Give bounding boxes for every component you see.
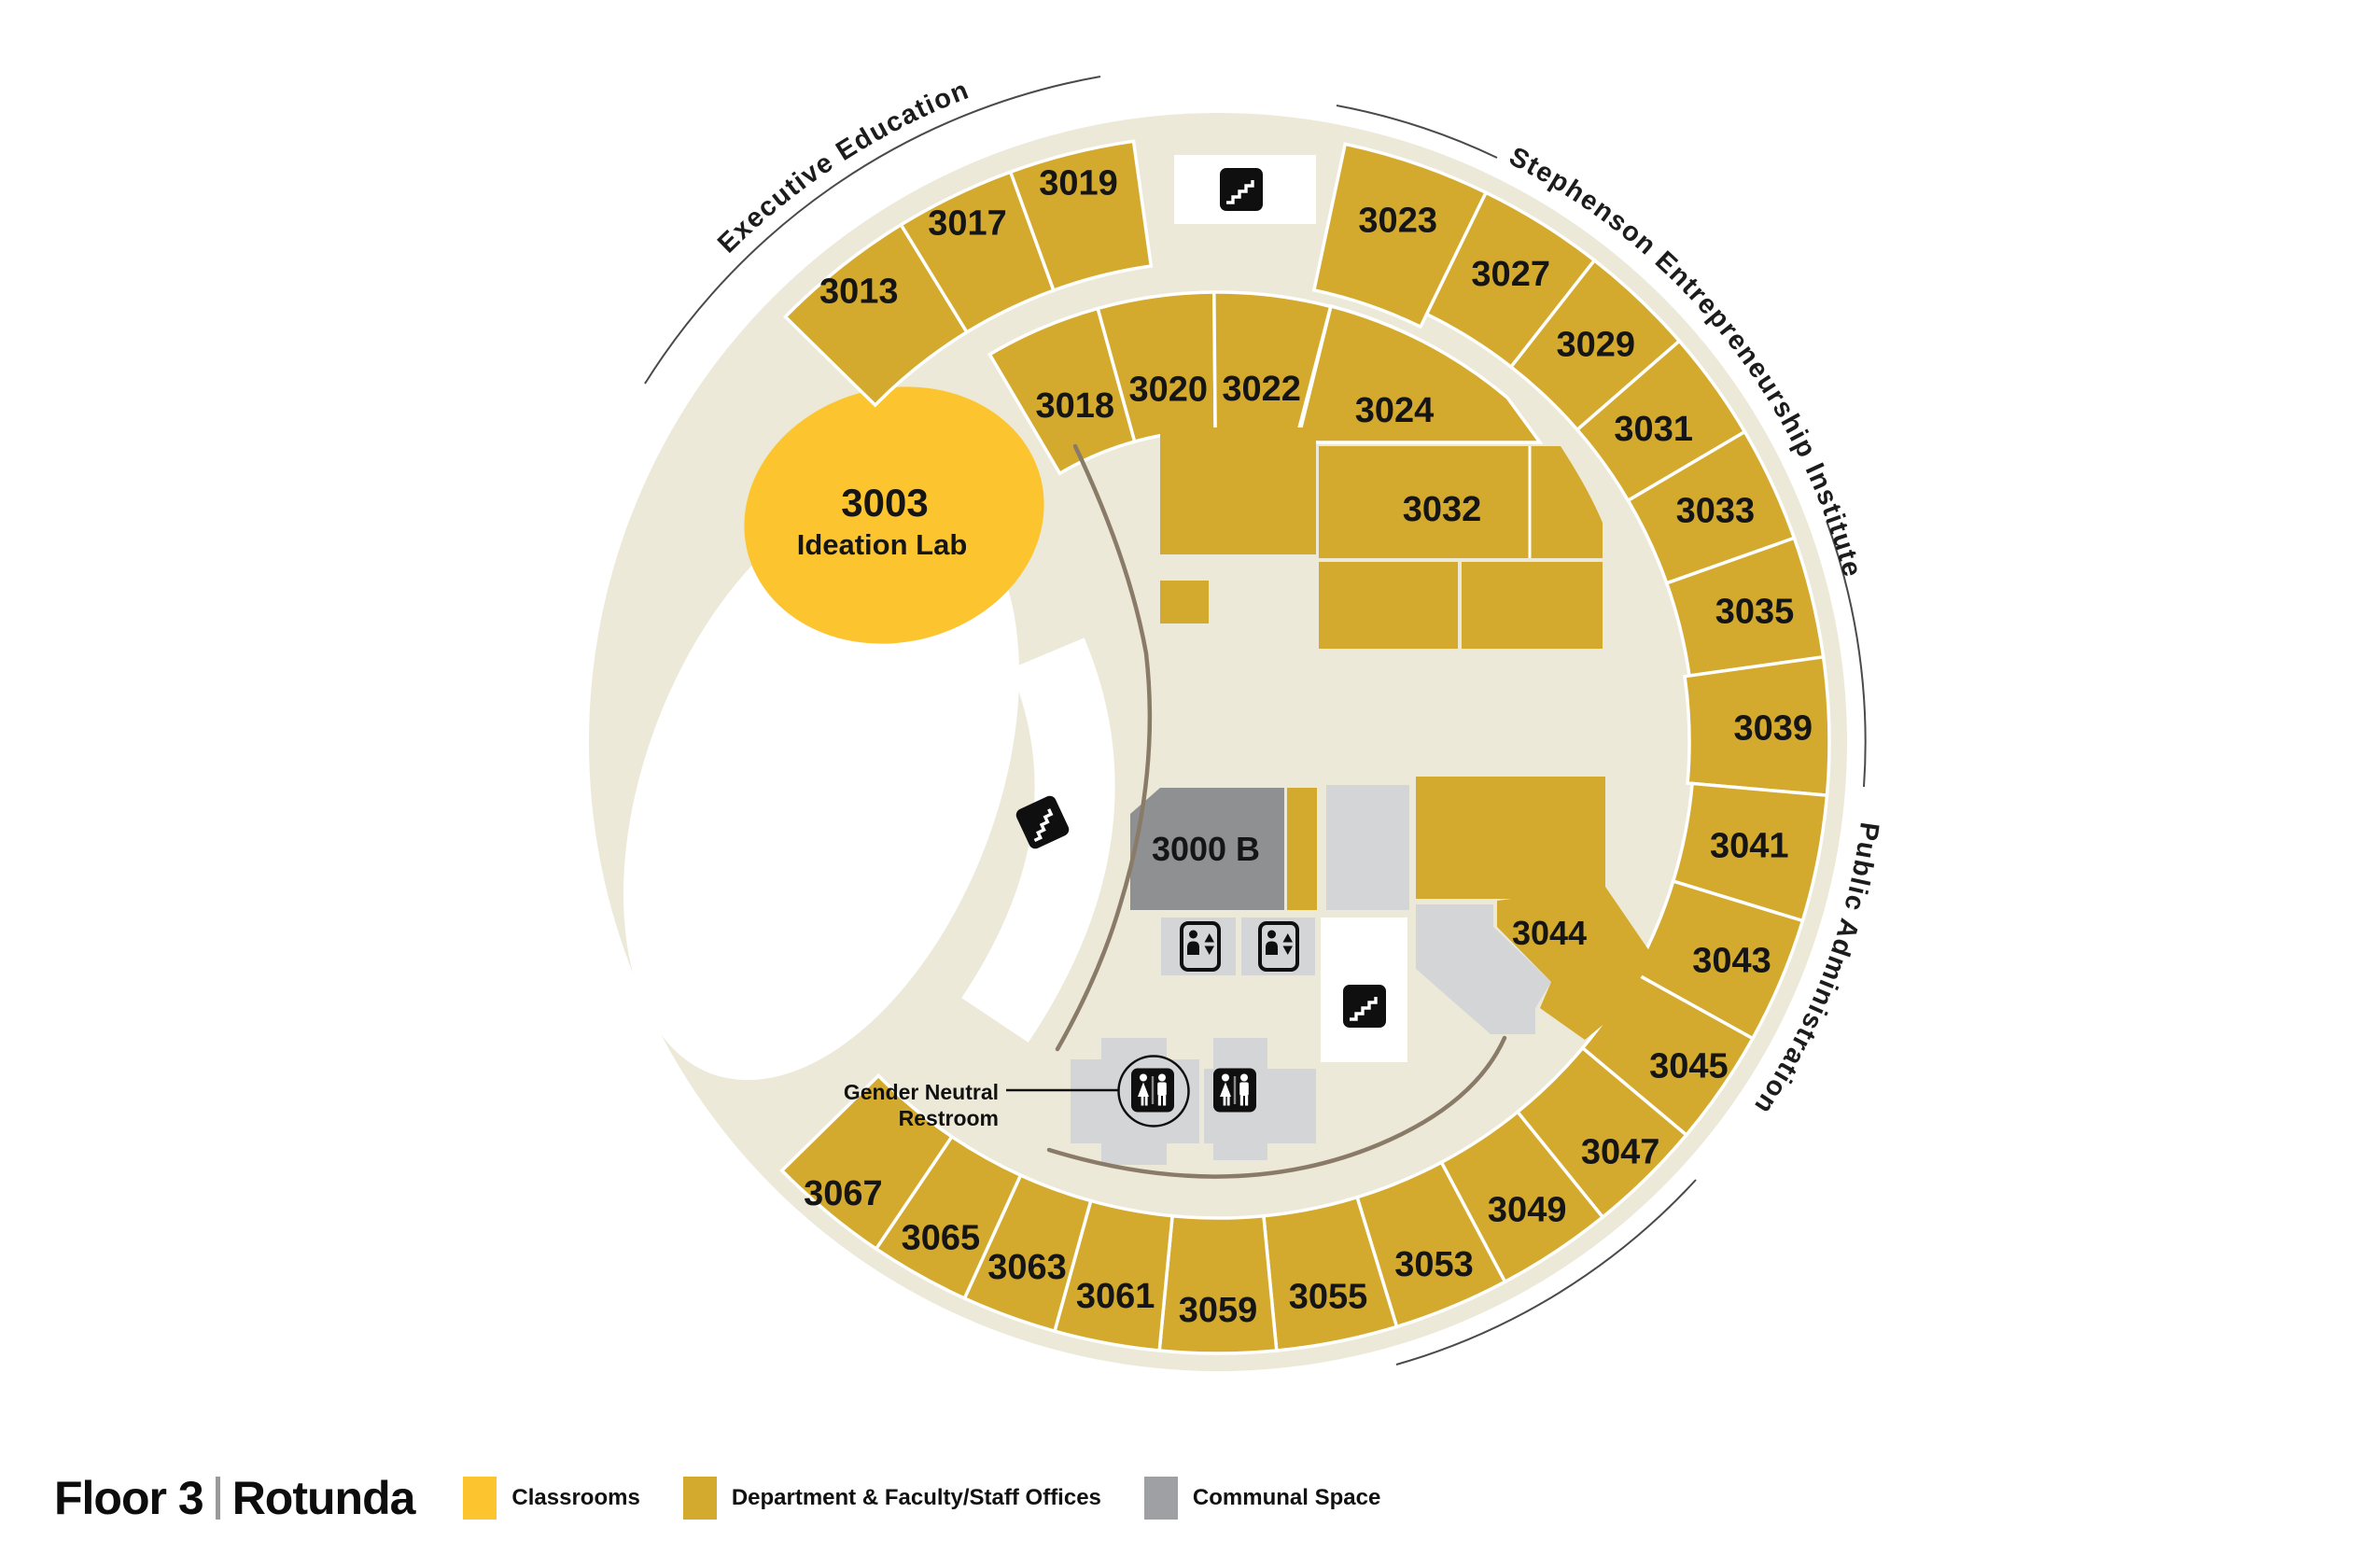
room-3053-label: 3053 [1394, 1245, 1474, 1284]
legend-item-classrooms: Classrooms [463, 1477, 640, 1520]
elevator-bay [1241, 918, 1315, 975]
room-3045-label: 3045 [1649, 1047, 1729, 1086]
label-leader-arcs [644, 76, 1867, 1366]
title-divider [215, 1477, 220, 1520]
inner-ring-rooms: 3018 3020 3022 [987, 290, 1333, 476]
room-3059-label: 3059 [1179, 1291, 1258, 1330]
room-3000b-shape [1130, 788, 1284, 910]
footer: Floor 3 Rotunda Classrooms Department & … [54, 1471, 1423, 1525]
room-3044-label: 3044 [1512, 914, 1587, 952]
room-3032-shape [1319, 446, 1603, 558]
room-3061-label: 3061 [1076, 1277, 1155, 1316]
room-3023-label: 3023 [1358, 201, 1437, 240]
room-3035-label: 3035 [1715, 592, 1795, 631]
room-3003-shape [744, 386, 1044, 644]
wing-title: Rotunda [231, 1472, 416, 1524]
room-3017-label: 3017 [928, 203, 1007, 243]
room-3027-label: 3027 [1471, 255, 1550, 294]
room-3041-label: 3041 [1710, 827, 1789, 866]
room-3022-label: 3022 [1222, 370, 1301, 409]
room-3019-shape [1008, 139, 1154, 293]
room-3003-name: Ideation Lab [797, 528, 968, 561]
legend-item-offices: Department & Faculty/Staff Offices [682, 1477, 1101, 1520]
room-3024-shape [1295, 303, 1544, 444]
communal-row: 3000 B 3044 [1130, 777, 1654, 1062]
restroom-icon [1131, 1068, 1174, 1113]
room-3003-label: 3003 [841, 481, 928, 525]
communal-swatch [1143, 1477, 1178, 1520]
office-block-unlabeled [1416, 777, 1605, 899]
classrooms-swatch [463, 1477, 497, 1520]
room-3033-label: 3033 [1676, 492, 1756, 531]
room-3018-label: 3018 [1036, 386, 1115, 426]
gender-neutral-label-line2: Restroom [899, 1106, 999, 1130]
office-strip [1287, 788, 1317, 910]
gender-neutral-label-line1: Gender Neutral [844, 1080, 999, 1104]
stairs-icon [1341, 983, 1388, 1030]
room-3067-label: 3067 [804, 1174, 883, 1213]
room-3039-shape [1683, 654, 1831, 797]
office-block-unlabeled [1319, 562, 1458, 649]
room-3000b-label: 3000 B [1152, 830, 1260, 868]
stairs-icon [1218, 166, 1265, 213]
room-3043-label: 3043 [1692, 942, 1771, 981]
room-3044-shape [1497, 887, 1654, 1040]
legend-label: Classrooms [511, 1485, 640, 1510]
room-3063-label: 3063 [987, 1248, 1067, 1287]
room-3065-label: 3065 [902, 1219, 981, 1258]
room-3047-label: 3047 [1581, 1133, 1660, 1172]
office-block-unlabeled [1160, 427, 1316, 554]
communal-space [1416, 904, 1551, 1034]
room-3031-label: 3031 [1614, 410, 1693, 449]
offices-swatch [682, 1477, 717, 1520]
communal-space [1326, 785, 1409, 910]
room-3029-label: 3029 [1557, 326, 1636, 365]
gender-neutral-highlight-circle [1117, 1055, 1190, 1128]
restroom-icon [1213, 1068, 1256, 1113]
office-block-small [1160, 581, 1209, 623]
room-3024-label: 3024 [1355, 391, 1435, 430]
room-3039-label: 3039 [1734, 708, 1813, 748]
room-3055-label: 3055 [1289, 1277, 1368, 1316]
room-3020-label: 3020 [1129, 371, 1209, 410]
room-3032-label: 3032 [1403, 490, 1482, 529]
room-3019-label: 3019 [1039, 163, 1118, 203]
room-3049-label: 3049 [1488, 1190, 1567, 1229]
room-3067-shape [779, 1073, 955, 1252]
room-3003: 3003 Ideation Lab [744, 386, 1044, 644]
floor-title: Floor 3 [54, 1472, 204, 1524]
page-title: Floor 3 Rotunda [54, 1471, 416, 1525]
stair-landing-strip [961, 637, 1115, 1043]
room-3013-label: 3013 [819, 272, 899, 311]
corridor-walls [1046, 443, 1507, 1179]
office-block-unlabeled [1462, 562, 1603, 649]
central-office-cluster: 3024 3032 [1160, 303, 1603, 649]
legend: Classrooms Department & Faculty/Staff Of… [463, 1477, 1423, 1520]
room-3059-shape [1157, 1213, 1279, 1355]
legend-item-communal: Communal Space [1143, 1477, 1381, 1520]
legend-label: Department & Faculty/Staff Offices [731, 1485, 1101, 1510]
legend-label: Communal Space [1192, 1485, 1381, 1510]
